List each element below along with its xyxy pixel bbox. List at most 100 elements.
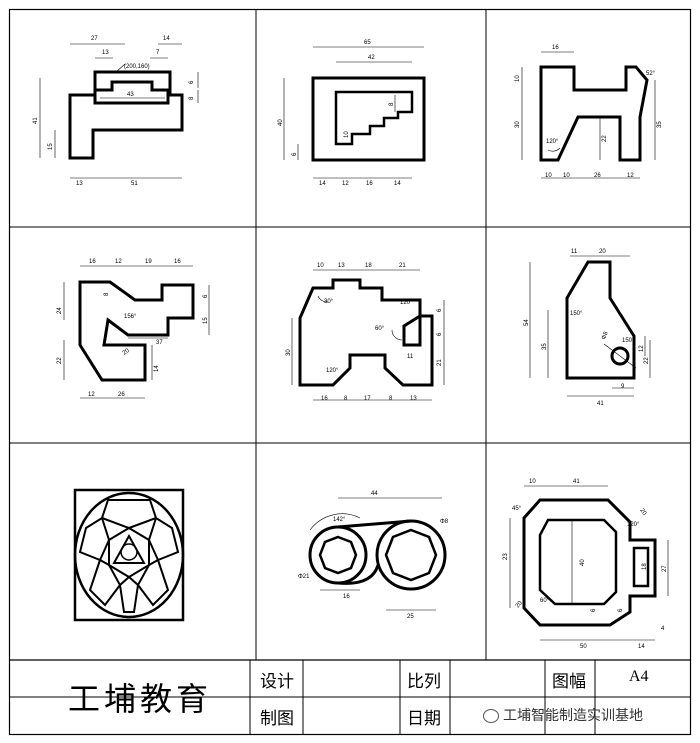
scale-label: 比列 (407, 672, 441, 692)
dim-d5-1: 13 (338, 263, 345, 269)
dim-d3-5: 120° (546, 139, 559, 145)
draw-label: 制图 (260, 709, 294, 729)
dim-d1-5: 43 (127, 92, 134, 98)
dim-d6-10: 41 (597, 401, 604, 407)
dim-d5-3: 21 (399, 263, 406, 269)
dim-d5-0: 10 (317, 263, 324, 269)
dim-d9-11: 6 (591, 608, 597, 612)
dim-d6-2: 150° (570, 311, 583, 317)
dim-d4-3: 16 (174, 259, 181, 265)
dim-d1-8: 41 (33, 117, 39, 124)
dim-d2-8: 16 (366, 181, 373, 187)
dim-d6-6: Φ8 (601, 330, 610, 340)
dim-d8-3: Φ21 (298, 574, 310, 580)
part-drawing-3: 16 52° 10 30 35 120° 22 10 10 26 12 (515, 45, 663, 179)
dim-d4-5: 6 (203, 294, 209, 298)
dim-d5-10: 120° (326, 368, 339, 374)
dim-d5-14: 8 (344, 396, 348, 402)
dim-d2-2: 8 (389, 102, 395, 106)
dim-d1-0: 27 (91, 36, 98, 42)
dim-d4-12: 14 (154, 365, 160, 372)
dim-d8-2: Φ8 (440, 519, 449, 525)
dim-d9-3: 20 (638, 508, 647, 517)
dim-d8-5: 25 (407, 614, 414, 620)
dim-d2-6: 14 (319, 181, 326, 187)
part-drawing-1: 27 14 13 7 (200,160) 43 6 8 41 15 13 51 (33, 36, 199, 187)
dim-d9-8: 18 (642, 563, 648, 570)
design-label: 设计 (260, 672, 294, 692)
part-drawing-6: 11 20 150° 54 35 150° Φ8 12 22 9 41 (524, 249, 651, 407)
dim-d5-8: 6 (437, 332, 443, 336)
dim-d3-0: 16 (552, 45, 559, 51)
dim-d5-7: 60° (375, 326, 385, 332)
part-drawing-4: 16 12 19 16 8 6 24 15 156° 20 37 22 14 1… (57, 259, 210, 399)
dim-d4-1: 12 (115, 259, 122, 265)
dim-d5-11: 11 (407, 354, 414, 360)
dim-d4-7: 15 (203, 317, 209, 324)
dim-d6-9: 9 (621, 384, 625, 390)
dim-d4-10: 37 (156, 340, 163, 346)
dim-d5-9: 30 (286, 349, 292, 356)
dim-d4-11: 22 (57, 357, 63, 364)
dim-d9-13: 50 (580, 644, 587, 650)
part-drawing-9: 10 41 45° 20 120° 23 40 27 18 20 60° 6 6… (503, 479, 669, 650)
dim-d3-6: 22 (602, 135, 608, 142)
dim-d8-4: 16 (343, 594, 350, 600)
watermark: 工埔智能制造实训基地 (483, 705, 643, 725)
sheet-size-label: 图幅 (552, 672, 586, 692)
dim-d5-4: 30° (324, 299, 334, 305)
dim-d2-7: 12 (342, 181, 349, 187)
dim-d3-3: 30 (515, 121, 521, 128)
dim-d2-4: 10 (344, 131, 350, 138)
dim-d5-2: 18 (365, 263, 372, 269)
dim-d6-3: 54 (524, 319, 530, 326)
dim-d5-17: 13 (410, 396, 417, 402)
dim-d1-10: 13 (76, 181, 83, 187)
dim-d1-2: 13 (102, 50, 109, 56)
company-logo-text: 工埔教育 (68, 680, 213, 718)
dim-d5-12: 21 (437, 359, 443, 366)
dim-d9-9: 20 (515, 600, 524, 609)
dim-d6-4: 35 (542, 343, 548, 350)
dim-d5-15: 17 (364, 396, 371, 402)
dim-d5-13: 16 (321, 396, 328, 402)
dim-d9-14: 14 (638, 644, 645, 650)
dim-d5-5: 120° (400, 300, 413, 306)
dim-d2-3: 40 (278, 119, 284, 126)
dim-d6-1: 20 (599, 249, 606, 255)
date-label: 日期 (407, 709, 441, 729)
dim-d9-0: 10 (529, 479, 536, 485)
sheet-frame (8, 8, 692, 736)
dim-d1-9: 15 (48, 143, 54, 150)
dim-d5-16: 8 (389, 396, 393, 402)
dim-d3-1: 52° (646, 71, 656, 77)
dim-d6-8: 22 (644, 357, 650, 364)
dim-d4-4: 8 (104, 292, 110, 296)
dim-d6-0: 11 (571, 249, 578, 255)
dim-d9-12: 6 (618, 608, 624, 612)
dim-d9-6: 40 (580, 559, 586, 566)
dim-d4-14: 26 (118, 392, 125, 398)
dim-d1-6: 6 (189, 80, 195, 84)
dim-d3-2: 10 (515, 75, 521, 82)
dim-d2-0: 65 (364, 40, 371, 46)
dim-d3-4: 35 (657, 121, 663, 128)
dim-d9-2: 45° (512, 506, 522, 512)
dim-d9-5: 23 (503, 553, 509, 560)
dim-d1-7: 8 (189, 96, 195, 100)
part-drawing-8: 44 142° Φ8 Φ21 16 25 (298, 491, 449, 620)
dim-d9-4: 120° (627, 522, 640, 528)
dim-d3-7: 10 (545, 173, 552, 179)
dim-d4-2: 19 (145, 259, 152, 265)
dim-d1-11: 51 (131, 181, 138, 187)
dim-d2-9: 14 (394, 181, 401, 187)
dim-d8-1: 142° (333, 517, 346, 523)
dim-d4-13: 12 (88, 392, 95, 398)
dim-d2-1: 42 (368, 55, 375, 61)
part-drawing-2: 65 42 8 40 10 6 14 12 16 14 (278, 40, 426, 187)
dim-d9-10: 60° (540, 598, 550, 604)
dim-d1-3: 7 (156, 50, 160, 56)
dim-d9-7: 27 (662, 565, 668, 572)
dim-d3-9: 26 (594, 173, 601, 179)
